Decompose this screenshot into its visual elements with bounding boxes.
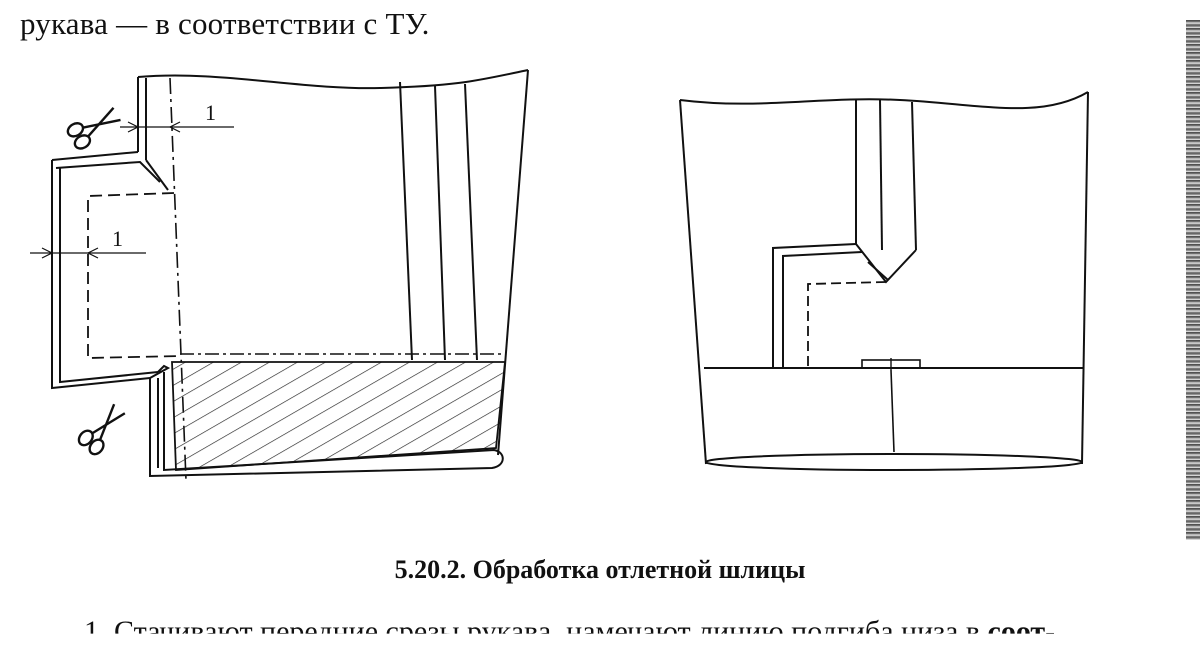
hem-outline — [149, 372, 504, 478]
vent-corner-top — [55, 160, 161, 183]
hem-outline — [149, 364, 171, 379]
vent-point — [855, 243, 917, 284]
scissors-icon — [77, 403, 126, 456]
vent-corner-top — [145, 159, 169, 191]
scan-edge — [1186, 20, 1200, 540]
dimension-arrow — [86, 247, 99, 259]
paragraph-continuation: рукава — в соответствии с ТУ. — [20, 6, 430, 41]
dimension-arrow — [41, 247, 54, 259]
technical-drawing: 1 1 — [30, 69, 1089, 481]
stitch-line — [87, 192, 181, 359]
vent-step — [772, 243, 857, 368]
stitch-line — [807, 281, 887, 368]
vent-extension — [51, 160, 151, 390]
section-heading: 5.20.2. Обработка отлетной шлицы — [394, 555, 806, 584]
paragraph-start: 1. Стачивают передние срезы рукава, наме… — [84, 612, 1056, 648]
vent-corner-top — [51, 151, 139, 161]
pleat-line — [879, 99, 883, 251]
hem-hatched-area — [171, 361, 506, 471]
dimension-arrow — [127, 121, 140, 133]
vent-step — [782, 251, 863, 368]
scissors-icon — [66, 107, 121, 150]
top-break-line — [679, 91, 1089, 110]
right-sleeve-drawing — [679, 91, 1089, 471]
vent-point — [867, 261, 889, 281]
pleat-line — [911, 101, 917, 251]
dimension-arrow — [168, 121, 181, 133]
top-break-line — [137, 69, 529, 90]
right-edge — [497, 69, 529, 456]
pleat-line — [464, 83, 478, 361]
left-sleeve-drawing — [30, 69, 529, 481]
dimension-label-left: 1 — [112, 226, 123, 251]
center-seam — [890, 369, 895, 453]
vent-extension — [59, 168, 159, 384]
right-edge — [1081, 91, 1089, 465]
centerline — [169, 77, 187, 481]
pleat-line — [434, 85, 446, 361]
left-edge — [679, 99, 707, 465]
dimension-label-top: 1 — [205, 100, 216, 125]
pleat-line — [399, 81, 413, 361]
sleeve-opening — [705, 453, 1083, 471]
paragraph-text: 1. Стачивают передние срезы рукава, наме… — [84, 615, 988, 648]
paragraph-text-bold: соот- — [987, 615, 1056, 648]
